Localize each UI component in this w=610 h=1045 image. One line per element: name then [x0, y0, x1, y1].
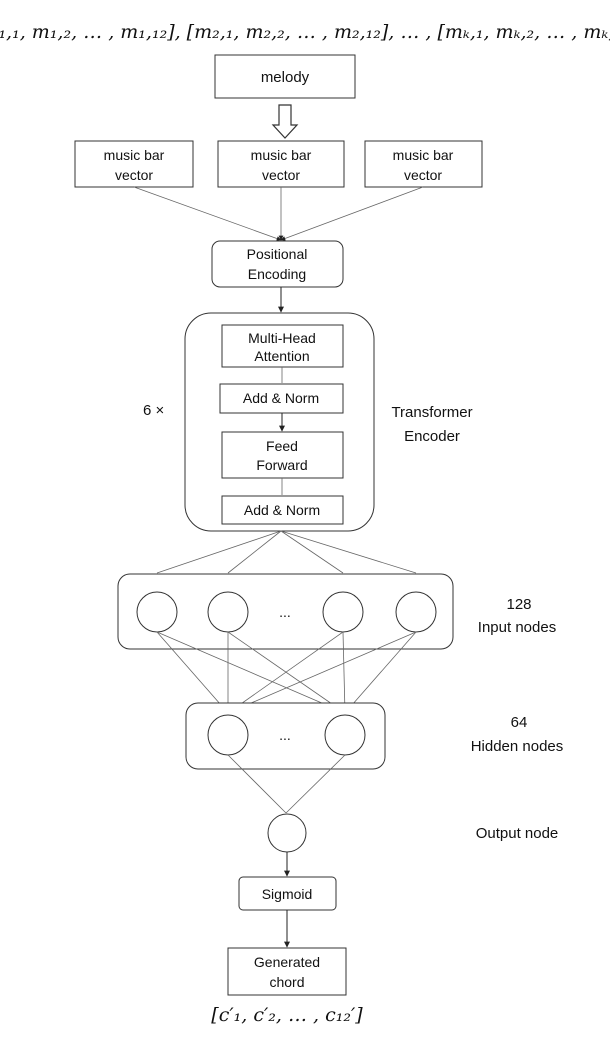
mha-line1: Multi-Head [248, 330, 316, 346]
conn-h1-out [227, 754, 287, 814]
add-norm-2-label: Add & Norm [244, 502, 320, 518]
bar-vector-3-line1: music bar [393, 147, 454, 163]
ff-line2: Forward [256, 457, 307, 473]
conn-i1-h1 [156, 631, 229, 714]
encoder-label-line2: Encoder [404, 428, 460, 445]
enc-to-input-line-4 [280, 530, 417, 574]
feed-forward-box [221, 431, 344, 479]
bar-vector-1-line1: music bar [104, 147, 165, 163]
melody-box [214, 54, 356, 99]
mha-box [221, 324, 344, 368]
bar-vector-box-3 [364, 140, 483, 188]
input-node-4 [395, 591, 437, 633]
hollow-down-arrow-icon [271, 104, 299, 139]
input-node-3 [322, 591, 364, 633]
melody-label: melody [261, 69, 310, 86]
output-sequence: [c′₁, c′₂, … , c₁₂′] [211, 1004, 363, 1026]
mha-line2: Attention [254, 348, 309, 364]
input-nodes-label: Input nodes [478, 619, 556, 636]
bar-vector-box-1 [74, 140, 194, 188]
generated-line2: chord [269, 974, 304, 990]
input-layer-box [117, 573, 454, 650]
conn-i2-h2 [227, 631, 346, 714]
encoder-label-line1: Transformer [391, 404, 472, 421]
pe-line1: Positional [247, 246, 308, 262]
bar-vector-2-line1: music bar [251, 147, 312, 163]
repeat-label: 6 × [143, 402, 164, 419]
enc-to-input-line-2 [227, 530, 282, 574]
bar-vector-box-2 [217, 140, 345, 188]
conn-i3-h1 [227, 631, 344, 714]
add-norm-1-label: Add & Norm [243, 390, 319, 406]
output-node-label: Output node [476, 825, 559, 842]
hidden-node-1 [207, 714, 249, 756]
hidden-ellipsis: ... [279, 727, 291, 743]
enc-to-input-line-3 [280, 530, 344, 574]
add-norm-box-2 [221, 495, 344, 525]
bar-vector-1-line2: vector [115, 167, 153, 183]
add-norm-box-1 [219, 383, 344, 414]
hidden-nodes-label: Hidden nodes [471, 738, 564, 755]
conn-i1-h2 [156, 631, 346, 714]
input-count: 128 [506, 596, 531, 613]
conn-h2-out [285, 754, 346, 814]
input-node-1 [136, 591, 178, 633]
conn-i4-h1 [227, 631, 417, 714]
bar-vector-3-line2: vector [404, 167, 442, 183]
hidden-count: 64 [511, 714, 528, 731]
ff-line1: Feed [266, 438, 298, 454]
input-ellipsis: ... [279, 604, 291, 620]
hidden-node-2 [324, 714, 366, 756]
output-node [267, 813, 307, 853]
pe-line2: Encoding [248, 266, 306, 282]
input-node-2 [207, 591, 249, 633]
enc-to-input-line-1 [156, 530, 282, 574]
sigmoid-label: Sigmoid [262, 886, 313, 902]
arrow-bar3-to-pe [280, 186, 424, 241]
bar-vector-2-line2: vector [262, 167, 300, 183]
conn-i3-h2 [342, 631, 346, 714]
input-sequence: [ [m₁,₁, m₁,₂, … , m₁,₁₂], [m₂,₁, m₂,₂, … [0, 21, 610, 43]
conn-i4-h2 [344, 631, 417, 714]
generated-chord-box [227, 947, 347, 996]
positional-encoding-box [211, 240, 344, 288]
input-hidden-connections [156, 631, 417, 714]
generated-line1: Generated [254, 954, 320, 970]
arrow-bar1-to-pe [133, 186, 282, 241]
